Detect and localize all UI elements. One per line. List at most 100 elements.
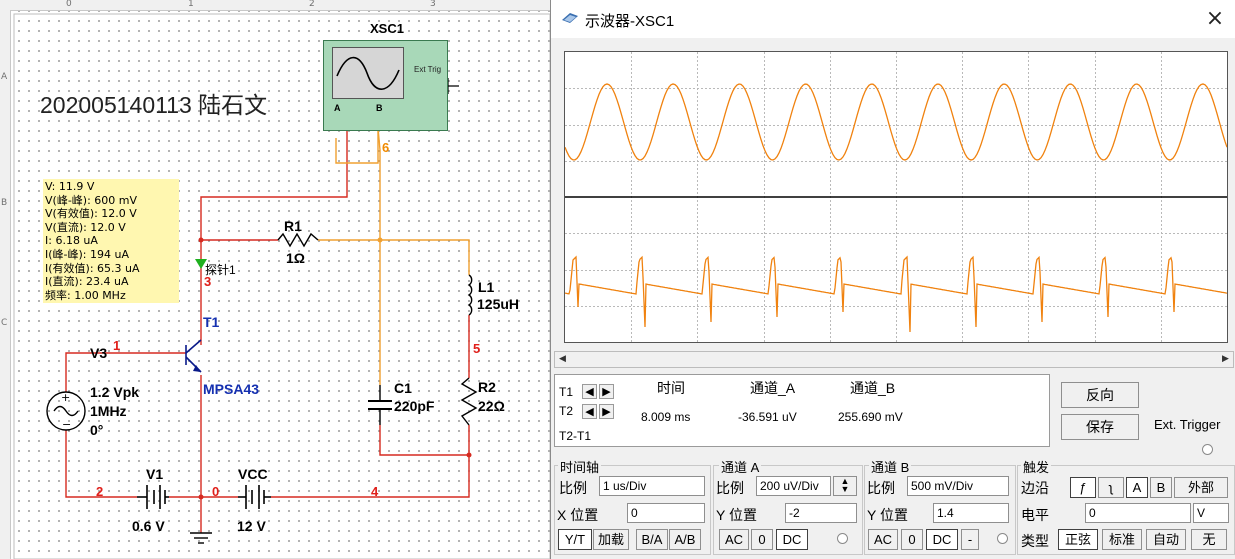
t1-right-arrow-icon[interactable]: ▶ <box>599 384 614 399</box>
probe-line: V(直流): 12.0 V <box>45 220 126 234</box>
trigger-source-b-button[interactable]: B <box>1150 477 1172 498</box>
window-titlebar[interactable]: 示波器-XSC1 × <box>551 0 1235 38</box>
scope-instrument-name: XSC1 <box>370 21 404 36</box>
v3-phase[interactable]: 0° <box>90 422 104 438</box>
oscilloscope-window[interactable]: 示波器-XSC1 × ◀ ▶ T1 ◀ ▶ T2 ◀ ▶ T2-T1 时间 通道… <box>550 0 1235 559</box>
channel-b-trace <box>564 255 1228 333</box>
instrument-screen-icon <box>332 47 404 99</box>
channel-a-dc-button[interactable]: DC <box>776 529 808 550</box>
channel-b-terminal-label: B <box>376 103 383 113</box>
channel-b-minus-button[interactable]: - <box>961 529 979 550</box>
channel-b-ypos-field[interactable]: 1.4 <box>933 503 1009 523</box>
oscilloscope-instrument[interactable]: Ext Trig A B <box>323 40 448 131</box>
channel-a-group <box>713 465 863 555</box>
inductor-l1-symbol <box>467 274 473 316</box>
ruler-tick: 3 <box>430 0 436 9</box>
r2-name[interactable]: R2 <box>478 379 496 395</box>
channel-a-zero-button[interactable]: 0 <box>751 529 773 550</box>
trigger-edge-label: 边沿 <box>1021 480 1049 496</box>
resistor-r1-symbol <box>277 232 319 248</box>
net-label-1: 1 <box>113 338 121 353</box>
vcc-value[interactable]: 12 V <box>237 518 266 534</box>
channel-b-scale-field[interactable]: 500 mV/Div <box>907 476 1009 496</box>
channel-a-scale-field[interactable]: 200 uV/Div <box>756 476 831 496</box>
probe-name: 探针1 <box>205 263 236 277</box>
r1-name[interactable]: R1 <box>284 218 302 234</box>
c1-value[interactable]: 220pF <box>394 398 435 414</box>
scroll-left-icon[interactable]: ◀ <box>555 352 570 367</box>
close-icon[interactable]: × <box>1205 6 1225 31</box>
net-label-6: 6 <box>382 140 390 155</box>
channel-a-ypos-field[interactable]: -2 <box>785 503 857 523</box>
channel-a-trace <box>564 83 1228 161</box>
reverse-button[interactable]: 反向 <box>1061 382 1139 408</box>
readout-header-ch-b: 通道_B <box>850 380 896 396</box>
trigger-level-unit[interactable]: V <box>1193 503 1229 523</box>
battery-vcc-symbol <box>238 485 271 509</box>
horizontal-scrollbar[interactable]: ◀ ▶ <box>554 351 1234 368</box>
v3-name[interactable]: V3 <box>90 345 108 361</box>
trigger-type-none-button[interactable]: 无 <box>1191 529 1227 550</box>
t1-name[interactable]: T1 <box>203 314 220 330</box>
timebase-scale-field[interactable]: 1 us/Div <box>599 476 705 496</box>
readout-ch-b-value: 255.690 mV <box>838 410 903 424</box>
battery-v1-symbol <box>137 485 169 509</box>
ext-trig-label: Ext Trig <box>414 65 442 74</box>
channel-b-zero-button[interactable]: 0 <box>901 529 923 550</box>
scroll-right-icon[interactable]: ▶ <box>1218 352 1233 367</box>
net-label-0: 0 <box>212 484 220 499</box>
ground-symbol <box>190 532 212 544</box>
probe-line: 频率: 1.00 MHz <box>45 288 126 302</box>
window-title: 示波器-XSC1 <box>585 13 675 30</box>
channel-b-ac-button[interactable]: AC <box>868 529 898 550</box>
rising-edge-icon[interactable]: ƒ <box>1070 477 1096 498</box>
mode-ab-button[interactable]: A/B <box>669 529 701 550</box>
mode-load-button[interactable]: 加载 <box>593 529 629 550</box>
falling-edge-icon[interactable]: ʅ <box>1098 477 1124 498</box>
readout-header-ch-a: 通道_A <box>750 380 796 396</box>
channel-b-title: 通道 B <box>869 457 912 476</box>
ext-trigger-terminal[interactable] <box>1202 444 1213 455</box>
channel-a-ac-button[interactable]: AC <box>719 529 749 550</box>
trigger-type-normal-button[interactable]: 标准 <box>1102 529 1142 550</box>
probe-line: I(峰-峰): 194 uA <box>45 247 129 261</box>
trigger-type-sine-button[interactable]: 正弦 <box>1058 529 1098 550</box>
channel-b-terminal[interactable] <box>997 533 1008 544</box>
channel-b-dc-button[interactable]: DC <box>926 529 958 550</box>
svg-text:−: − <box>62 418 71 431</box>
save-button[interactable]: 保存 <box>1061 414 1139 440</box>
trigger-level-field[interactable]: 0 <box>1085 503 1191 523</box>
c1-name[interactable]: C1 <box>394 380 412 396</box>
vcc-name[interactable]: VCC <box>238 466 268 482</box>
net-label-4: 4 <box>371 484 379 499</box>
ruler-tick: C <box>1 318 8 328</box>
channel-a-scale-label: 比例 <box>716 480 744 496</box>
trigger-type-auto-button[interactable]: 自动 <box>1146 529 1186 550</box>
net-label-5: 5 <box>473 341 481 356</box>
x-position-field[interactable]: 0 <box>627 503 705 523</box>
channel-a-scale-spinner-icon[interactable]: ▲▼ <box>833 476 857 496</box>
r1-value[interactable]: 1Ω <box>286 250 306 266</box>
t1-left-arrow-icon[interactable]: ◀ <box>582 384 597 399</box>
t1-model[interactable]: MPSA43 <box>203 381 260 397</box>
channel-a-terminal[interactable] <box>837 533 848 544</box>
v1-value[interactable]: 0.6 V <box>132 518 165 534</box>
schematic-canvas[interactable]: 0 1 2 3 A B C <box>0 0 550 559</box>
t2-right-arrow-icon[interactable]: ▶ <box>599 404 614 419</box>
mode-yt-button[interactable]: Y/T <box>558 529 592 550</box>
svg-text:+: + <box>61 391 70 404</box>
l1-name[interactable]: L1 <box>478 279 495 295</box>
trigger-source-a-button[interactable]: A <box>1126 477 1148 498</box>
t2-left-arrow-icon[interactable]: ◀ <box>582 404 597 419</box>
v1-name[interactable]: V1 <box>146 466 164 482</box>
r2-value[interactable]: 22Ω <box>478 398 505 414</box>
ac-source-v3-symbol <box>46 391 86 431</box>
v3-frequency[interactable]: 1MHz <box>90 403 127 419</box>
trigger-title: 触发 <box>1021 457 1052 476</box>
trigger-source-ext-button[interactable]: 外部 <box>1174 477 1228 498</box>
v3-amplitude[interactable]: 1.2 Vpk <box>90 384 140 400</box>
l1-value[interactable]: 125uH <box>477 296 520 312</box>
probe-readout-box[interactable]: V: 11.9 V V(峰-峰): 600 mV V(有效值): 12.0 V … <box>43 179 179 304</box>
probe-line: I: 6.18 uA <box>45 234 98 248</box>
mode-ba-button[interactable]: B/A <box>636 529 668 550</box>
